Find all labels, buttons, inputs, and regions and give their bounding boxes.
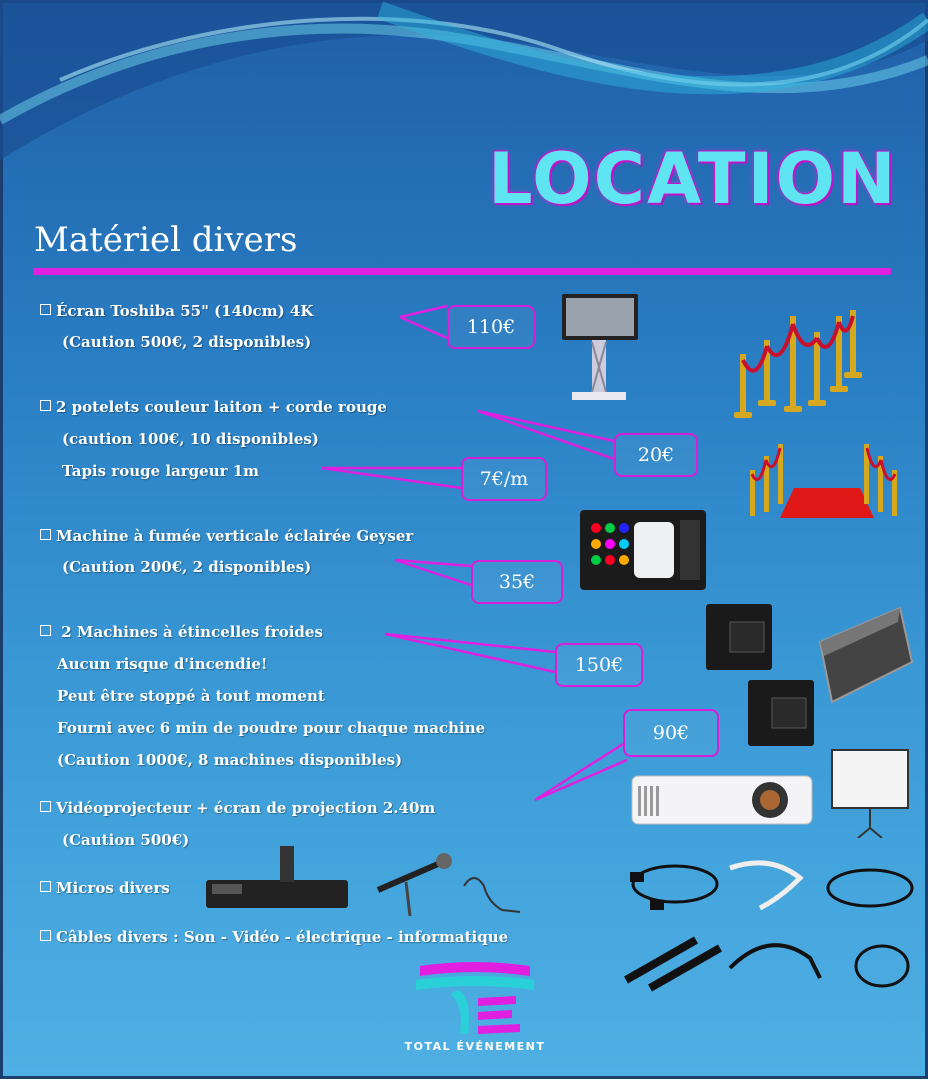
page-subtitle: Matériel divers — [34, 220, 298, 260]
item-cables: Câbles divers : Son - Vidéo - électrique… — [40, 928, 508, 946]
fog-machine-icon — [580, 510, 706, 590]
item-ecran-caution: (Caution 500€, 2 disponibles) — [62, 333, 312, 351]
item-videoprojecteur-caution: (Caution 500€) — [62, 831, 190, 849]
projector-icon — [631, 775, 813, 825]
price-potelets: 20€ — [614, 433, 698, 477]
checkbox-icon — [40, 801, 51, 812]
item-videoprojecteur: Vidéoprojecteur + écran de projection 2.… — [40, 799, 435, 817]
checkbox-icon — [40, 400, 51, 411]
price-ecran: 110€ — [447, 305, 535, 349]
checkbox-icon — [40, 529, 51, 540]
checkbox-icon — [40, 930, 51, 941]
red-carpet-icon — [750, 444, 897, 518]
item-etincelles: 2 Machines à étincelles froides — [40, 623, 323, 641]
page-title: LOCATION — [488, 138, 898, 220]
checkbox-icon — [40, 304, 51, 315]
item-ecran-toshiba: Écran Toshiba 55" (140cm) 4K — [40, 302, 313, 320]
item-potelets-caution: (caution 100€, 10 disponibles) — [62, 430, 319, 448]
item-etincelles-note-2: Peut être stoppé à tout moment — [57, 687, 325, 705]
cables-icon — [624, 860, 914, 992]
price-tapis: 7€/m — [461, 457, 547, 501]
total-evenement-logo-icon — [416, 962, 534, 1034]
checkbox-icon — [40, 625, 51, 636]
projection-screen-icon — [831, 749, 909, 838]
microphones-icon — [206, 846, 521, 917]
brass-posts-icon — [734, 310, 862, 418]
item-micros: Micros divers — [40, 879, 170, 897]
tv-screen-icon — [562, 294, 638, 400]
item-potelets: 2 potelets couleur laiton + corde rouge — [40, 398, 387, 416]
logo-text: TOTAL ÉVÉNEMENT — [404, 1040, 546, 1053]
price-etincelles: 150€ — [555, 643, 643, 687]
item-machine-fumee: Machine à fumée verticale éclairée Geyse… — [40, 527, 413, 545]
item-etincelles-note-3: Fourni avec 6 min de poudre pour chaque … — [57, 719, 486, 737]
item-tapis-rouge: Tapis rouge largeur 1m — [62, 462, 260, 480]
item-etincelles-caution: (Caution 1000€, 8 machines disponibles) — [57, 751, 403, 769]
item-fumee-caution: (Caution 200€, 2 disponibles) — [62, 558, 312, 576]
price-machine-fumee: 35€ — [471, 560, 563, 604]
price-videoprojecteur: 90€ — [623, 709, 719, 757]
title-divider — [33, 268, 891, 275]
checkbox-icon — [40, 881, 51, 892]
item-etincelles-note-1: Aucun risque d'incendie! — [57, 655, 268, 673]
spark-machines-icon — [706, 604, 914, 746]
decorative-waves — [0, 0, 928, 160]
